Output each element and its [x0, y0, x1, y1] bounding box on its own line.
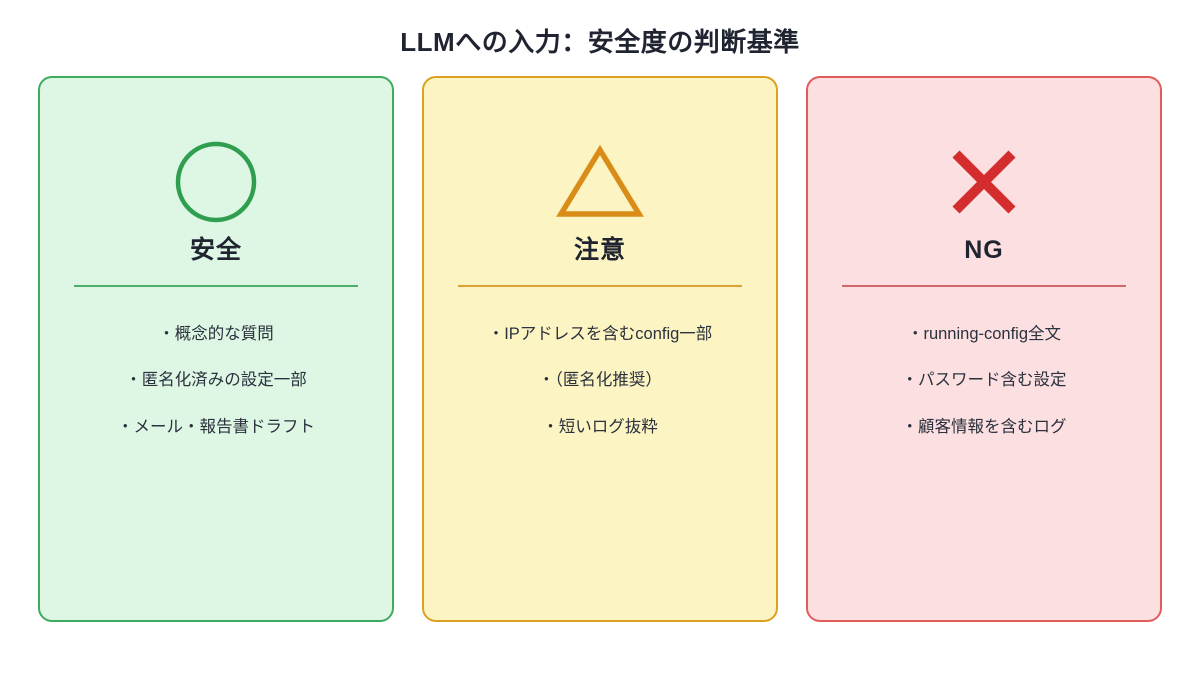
- triangle-icon: [424, 134, 776, 230]
- list-item: ・概念的な質問: [158, 325, 274, 343]
- card-divider-ng: [842, 285, 1126, 287]
- card-safe[interactable]: 安全 ・概念的な質問 ・匿名化済みの設定一部 ・メール・報告書ドラフト: [38, 76, 394, 622]
- list-item: ・顧客情報を含むログ: [901, 417, 1067, 436]
- page-title: LLMへの入力：安全度の判断基準: [400, 27, 800, 57]
- card-caution[interactable]: 注意 ・IPアドレスを含むconfig一部 ・（匿名化推奨） ・短いログ抜粋: [422, 76, 778, 622]
- list-item: ・IPアドレスを含むconfig一部: [487, 325, 713, 343]
- list-item: ・メール・報告書ドラフト: [117, 417, 315, 436]
- card-divider-caution: [458, 285, 742, 287]
- card-ng[interactable]: NG ・running-config全文 ・パスワード含む設定 ・顧客情報を含む…: [806, 76, 1162, 622]
- list-item: ・パスワード含む設定: [901, 371, 1067, 390]
- list-item: ・匿名化済みの設定一部: [125, 371, 307, 390]
- circle-icon: [40, 134, 392, 230]
- list-item: ・（匿名化推奨）: [538, 371, 662, 390]
- list-item: ・running-config全文: [906, 325, 1062, 343]
- card-group: 安全 ・概念的な質問 ・匿名化済みの設定一部 ・メール・報告書ドラフト 注意 ・…: [38, 76, 1162, 622]
- card-divider-safe: [74, 285, 358, 287]
- card-title-safe: 安全: [189, 236, 242, 264]
- bullet-list-caution: ・IPアドレスを含むconfig一部 ・（匿名化推奨） ・短いログ抜粋: [424, 311, 776, 450]
- cross-icon: [808, 134, 1160, 230]
- list-item: ・短いログ抜粋: [542, 417, 658, 436]
- card-title-ng: NG: [964, 236, 1004, 264]
- bullet-list-ng: ・running-config全文 ・パスワード含む設定 ・顧客情報を含むログ: [808, 311, 1160, 450]
- card-title-caution: 注意: [573, 236, 626, 264]
- bullet-list-safe: ・概念的な質問 ・匿名化済みの設定一部 ・メール・報告書ドラフト: [40, 311, 392, 450]
